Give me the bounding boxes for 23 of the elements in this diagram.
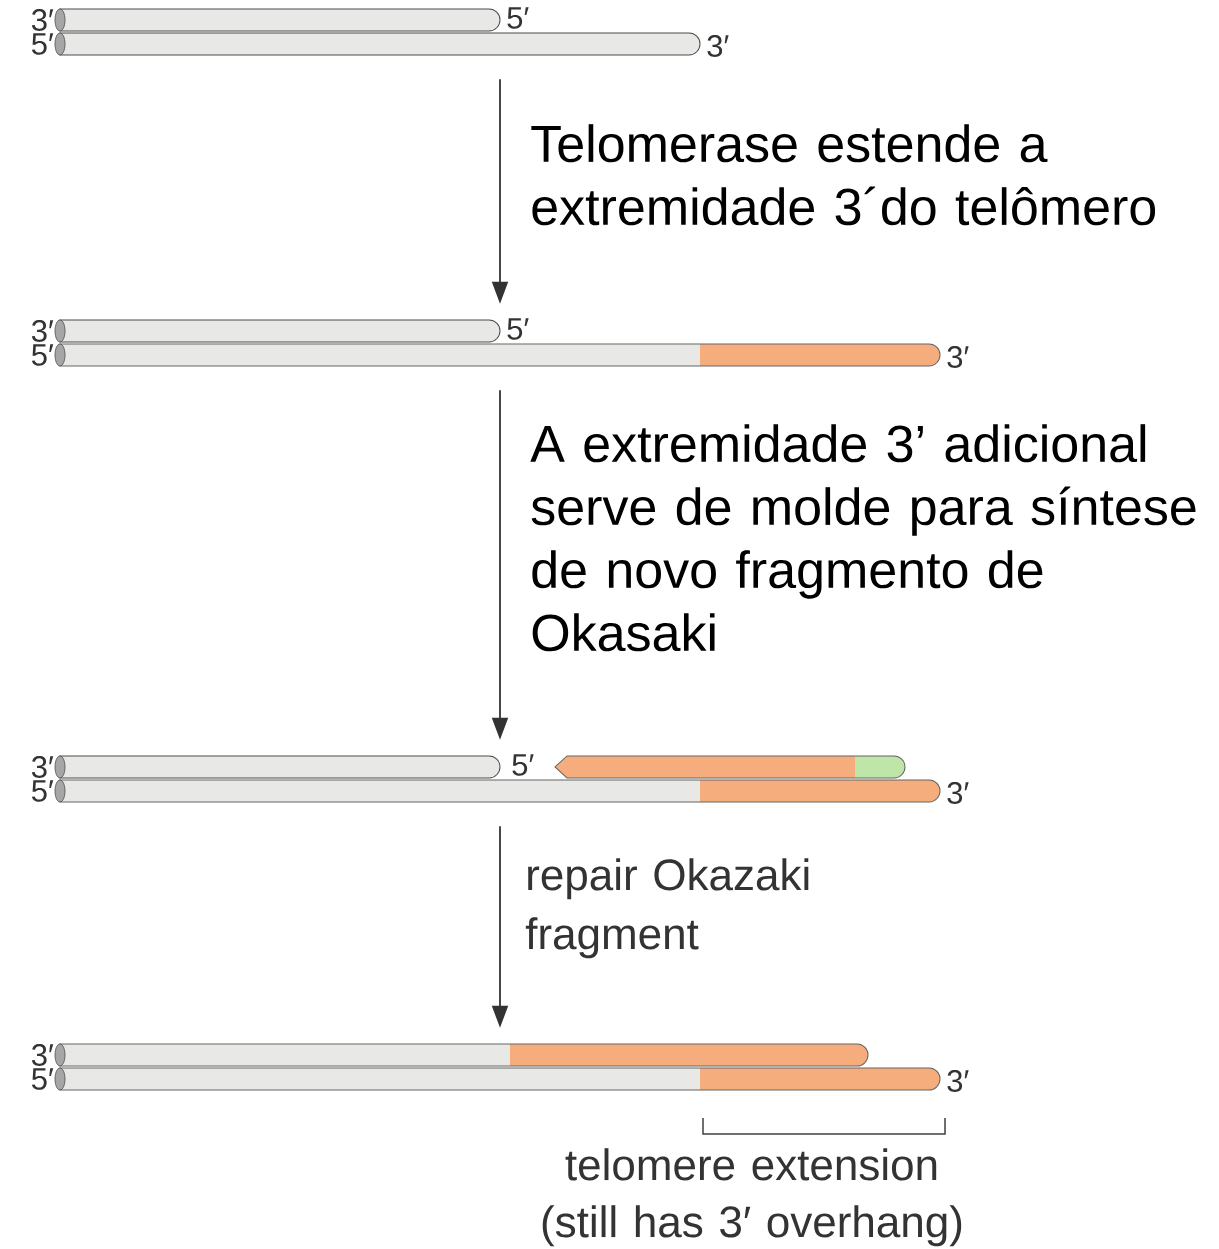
- strand-end-label: 3′: [31, 320, 54, 342]
- strand-end-label: 3′: [707, 35, 729, 57]
- strand-end-label: 5′: [32, 344, 54, 366]
- dna-duplex-drawing: [54, 1043, 941, 1091]
- strand-end-label: 3′: [947, 782, 969, 804]
- dna-duplex-drawing: [54, 319, 941, 367]
- edge-label: A extremidade 3’ adicional serve de molde para síntese de novo fragmento de Okasaki: [530, 424, 1196, 652]
- strand-end-label: 3′: [31, 9, 54, 31]
- strand-end-label: 5′: [507, 7, 529, 29]
- dna-duplex-drawing: [54, 755, 941, 803]
- strand-end-label: 5′: [32, 33, 54, 55]
- strand-end-label: 5′: [512, 754, 534, 776]
- dna-duplex-drawing: [54, 8, 701, 56]
- strand-end-label: 3′: [31, 1044, 54, 1066]
- strand-end-label: 3′: [947, 1070, 969, 1092]
- strand-end-label: 5′: [32, 780, 54, 802]
- caption-label: telomere extension (still has 3′ overhang): [542, 1148, 962, 1247]
- strand-end-label: 5′: [507, 318, 529, 340]
- edge-label: Telomerase estende a extremidade 3´do telômero: [531, 124, 1156, 226]
- edge-label: repair Okazaki fragment: [525, 858, 809, 959]
- strand-end-label: 3′: [31, 756, 54, 778]
- strand-end-label: 5′: [32, 1068, 54, 1090]
- strand-end-label: 3′: [947, 346, 969, 368]
